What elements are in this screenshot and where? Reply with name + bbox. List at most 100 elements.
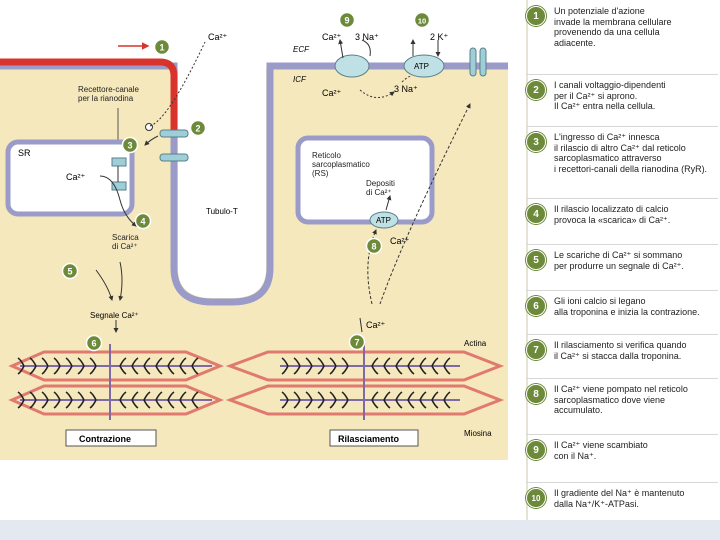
step-separator bbox=[526, 126, 718, 127]
svg-text:10: 10 bbox=[418, 17, 426, 26]
svg-text:8: 8 bbox=[371, 242, 376, 252]
myosin-head bbox=[305, 391, 313, 401]
label-ca-7: Ca²⁺ bbox=[366, 320, 386, 330]
step-number: 8 bbox=[526, 384, 546, 404]
myosin-head bbox=[119, 357, 127, 367]
svg-text:6: 6 bbox=[91, 339, 96, 349]
step-separator bbox=[526, 244, 718, 245]
step-separator bbox=[526, 434, 718, 435]
myosin-head bbox=[167, 399, 175, 409]
myosin-head bbox=[143, 399, 151, 409]
myosin-head bbox=[155, 399, 163, 409]
myosin-head bbox=[29, 399, 37, 409]
voltage-gated-channel-top bbox=[159, 129, 189, 138]
myosin-head bbox=[341, 399, 349, 409]
step-marker-8: 8 bbox=[365, 237, 383, 255]
myosin-head bbox=[341, 357, 349, 367]
step-number: 2 bbox=[526, 80, 546, 100]
myosin-head bbox=[29, 391, 37, 401]
step-number: 10 bbox=[526, 488, 546, 508]
myosin-head bbox=[65, 391, 73, 401]
step-text: Gli ioni calcio si legano alla troponina… bbox=[554, 296, 700, 317]
myosin-head bbox=[443, 357, 451, 367]
label-3na-in: 3 Na⁺ bbox=[394, 84, 418, 94]
myosin-head bbox=[155, 357, 163, 367]
action-potential-path bbox=[0, 58, 178, 130]
myosin-head bbox=[419, 357, 427, 367]
myosin-head bbox=[131, 391, 139, 401]
myosin-head bbox=[443, 391, 451, 401]
myosin-head bbox=[443, 365, 451, 375]
step-text: Il rilasciamento si verifica quando il C… bbox=[554, 340, 687, 361]
myosin-head bbox=[191, 365, 199, 375]
step-marker-2: 2 bbox=[189, 119, 207, 137]
svg-text:5: 5 bbox=[67, 267, 72, 277]
myosin-head bbox=[305, 365, 313, 375]
step-number: 5 bbox=[526, 250, 546, 270]
label-ca-top: Ca²⁺ bbox=[208, 32, 228, 42]
step-separator bbox=[526, 482, 718, 483]
label-ecf: ECF bbox=[293, 45, 310, 54]
svg-text:2: 2 bbox=[195, 124, 200, 134]
myosin-head bbox=[383, 365, 391, 375]
myosin-head bbox=[293, 399, 301, 409]
myosin-head bbox=[407, 365, 415, 375]
step-number: 6 bbox=[526, 296, 546, 316]
step-number: 1 bbox=[526, 6, 546, 26]
step-text: L'ingresso di Ca²⁺ innesca il rilascio d… bbox=[554, 132, 708, 174]
myosin-head bbox=[89, 365, 97, 375]
ryr-channel-2 bbox=[111, 181, 127, 191]
step-marker-1: 1 bbox=[153, 38, 171, 56]
myosin-head bbox=[41, 399, 49, 409]
myosin-head bbox=[179, 391, 187, 401]
step-marker-9: 9 bbox=[338, 11, 356, 29]
step-text: Il gradiente del Na⁺ è mantenuto dalla N… bbox=[554, 488, 685, 509]
myosin-head bbox=[407, 399, 415, 409]
label-segnale: Segnale Ca²⁺ bbox=[90, 311, 139, 320]
myosin-head bbox=[431, 391, 439, 401]
myosin-head bbox=[53, 391, 61, 401]
label-tubulo: Tubulo-T bbox=[206, 207, 238, 216]
myosin-head bbox=[191, 391, 199, 401]
myosin-head bbox=[431, 365, 439, 375]
myosin-head bbox=[131, 365, 139, 375]
myosin-head bbox=[65, 365, 73, 375]
svg-text:3: 3 bbox=[127, 141, 132, 151]
svg-text:9: 9 bbox=[344, 16, 349, 26]
myosin-head bbox=[119, 399, 127, 409]
myosin-head bbox=[341, 365, 349, 375]
atp-pump-rs bbox=[369, 211, 399, 229]
myosin-head bbox=[395, 365, 403, 375]
myosin-head bbox=[317, 391, 325, 401]
myosin-head bbox=[383, 357, 391, 367]
myosin-head bbox=[143, 357, 151, 367]
myosin-head bbox=[329, 399, 337, 409]
step-separator bbox=[526, 198, 718, 199]
ryr-channel bbox=[111, 157, 127, 167]
myosin-head bbox=[53, 399, 61, 409]
step-separator bbox=[526, 378, 718, 379]
myosin-head bbox=[293, 391, 301, 401]
label-actina: Actina bbox=[464, 339, 487, 348]
step-marker-4: 4 bbox=[134, 212, 152, 230]
step-separator bbox=[526, 290, 718, 291]
myosin-head bbox=[371, 391, 379, 401]
myosin-head bbox=[317, 399, 325, 409]
myosin-head bbox=[329, 391, 337, 401]
myosin-head bbox=[341, 391, 349, 401]
myosin-head bbox=[281, 391, 289, 401]
myosin-head bbox=[17, 391, 25, 401]
myosin-head bbox=[179, 357, 187, 367]
step-separator bbox=[526, 74, 718, 75]
myosin-head bbox=[167, 365, 175, 375]
myosin-head bbox=[329, 357, 337, 367]
